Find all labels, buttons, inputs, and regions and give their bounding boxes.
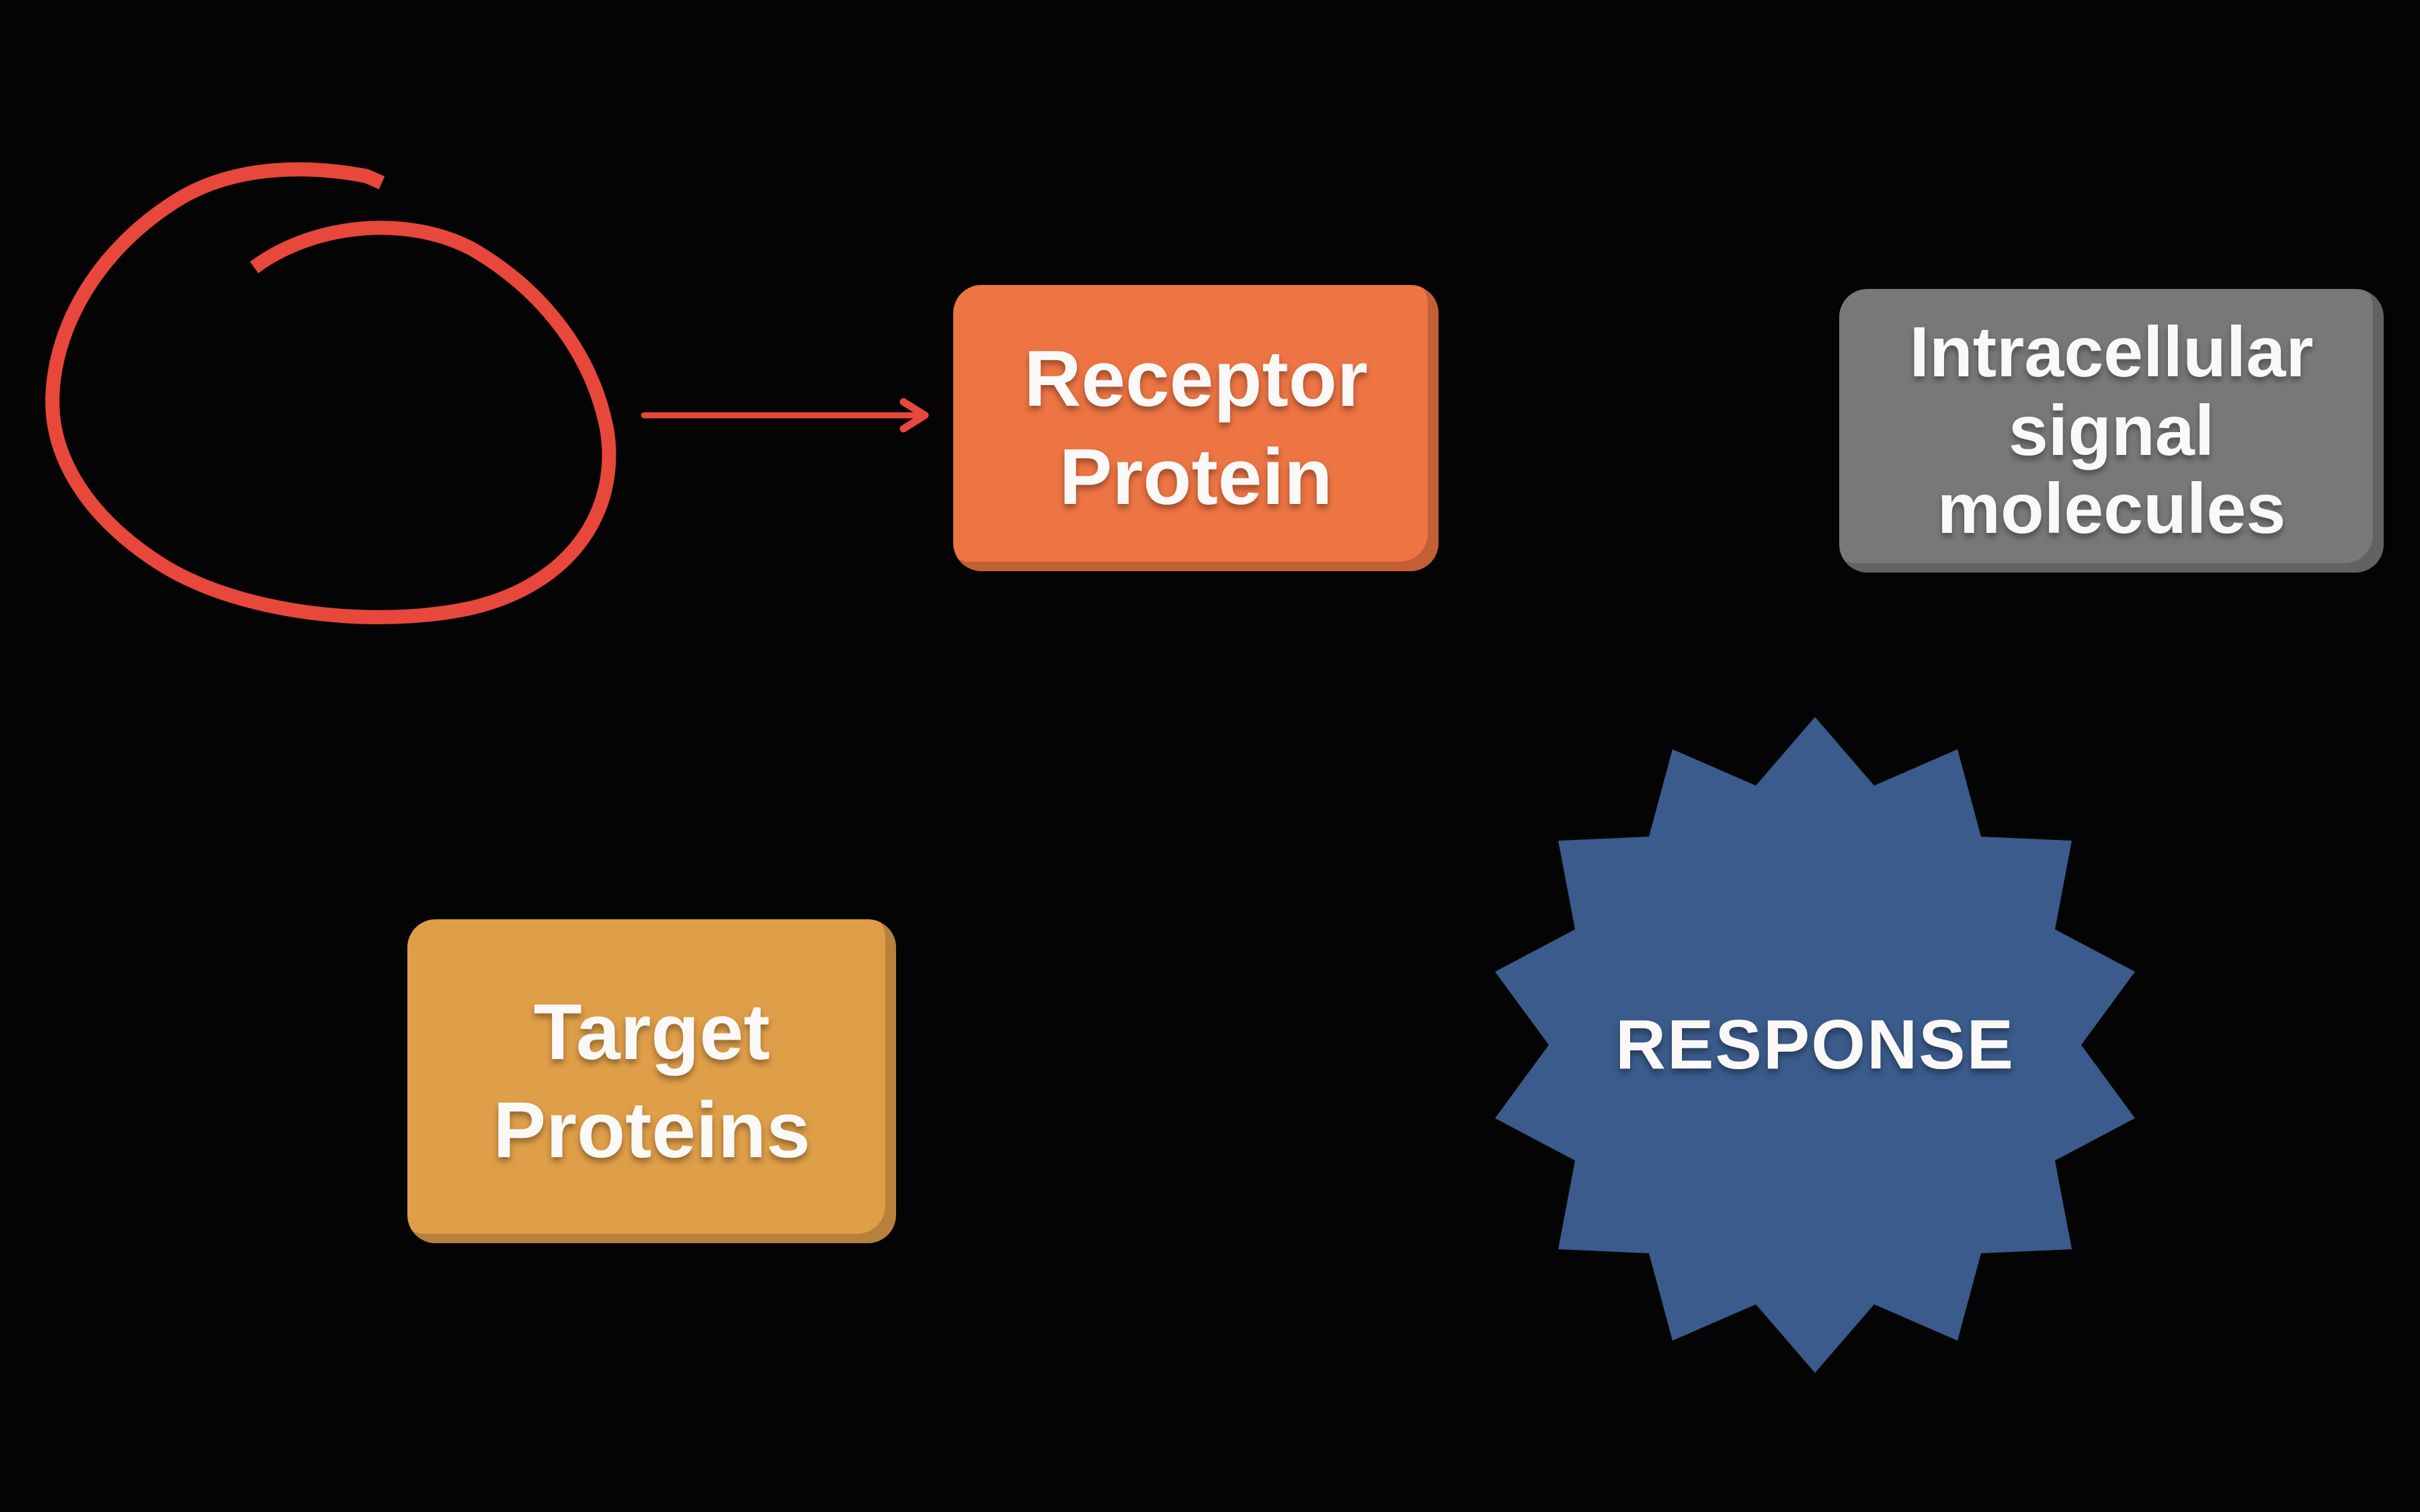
receptor-protein-node: Receptor Protein xyxy=(953,285,1439,571)
starburst-polygon xyxy=(1495,717,2135,1373)
receptor-protein-label-line2: Protein xyxy=(1059,433,1333,521)
flow-arrow-icon xyxy=(641,398,929,433)
target-proteins-label-line1: Target xyxy=(533,987,770,1077)
hand-drawn-circle-annotation xyxy=(45,162,616,624)
response-label: RESPONSE xyxy=(1615,1005,2015,1084)
intracellular-signal-node: Intracellular signal molecules xyxy=(1839,289,2384,573)
starburst-shape xyxy=(1495,717,2135,1373)
arrow-head xyxy=(899,398,929,433)
response-starburst-node: RESPONSE xyxy=(1486,716,2144,1374)
target-proteins-node: Target Proteins xyxy=(407,919,896,1243)
circle-scribble-stroke xyxy=(45,162,616,624)
target-proteins-label-line2: Proteins xyxy=(493,1086,811,1175)
intracellular-label-line2: signal xyxy=(2008,390,2215,470)
intracellular-label-line3: molecules xyxy=(1937,469,2286,549)
intracellular-label-line1: Intracellular xyxy=(1909,312,2314,392)
receptor-protein-label-line1: Receptor xyxy=(1024,334,1368,423)
